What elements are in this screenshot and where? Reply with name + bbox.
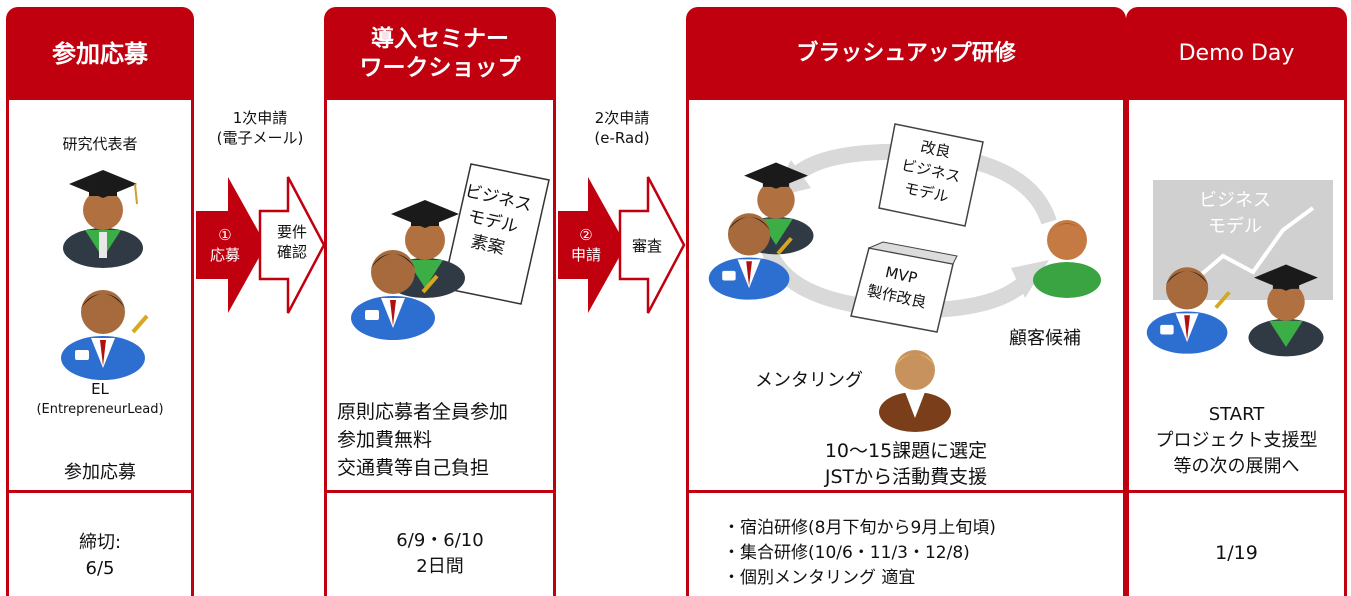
column-seminar: 導入セミナー ワークショップ ビジネス モデル 素案 原則応募者全員参加 参加費…: [324, 7, 556, 596]
transition-1-step: ① 応募: [209, 226, 240, 264]
column-title-application: 参加応募: [6, 7, 194, 100]
transition-2-step: ② 申請: [570, 226, 601, 264]
deadline-demoday: 1/19: [1215, 542, 1258, 564]
deadline-brushup: ・宿泊研修(8月下旬から9月上旬頃) ・集合研修(10/6・11/3・12/8)…: [723, 518, 996, 588]
mentor-icon: [879, 350, 951, 432]
column-demoday: Demo Day ビジネス モデル START プロジェクト支援型 等の次の展開…: [1126, 7, 1347, 596]
column-title-demoday: Demo Day: [1126, 7, 1347, 100]
customer-icon: [1033, 220, 1101, 298]
mvp-box-icon: [850, 241, 958, 333]
chart-label: ビジネス モデル: [1199, 190, 1271, 237]
arrow-solid-1: [196, 177, 266, 313]
column-divider: [324, 490, 556, 493]
transition-2-label: 2次申請 (e-Rad): [594, 109, 650, 147]
column-title-seminar: 導入セミナー ワークショップ: [324, 7, 556, 100]
deadline-application: 締切: 6/5: [78, 532, 122, 579]
column-brushup: ブラッシュアップ研修 改良 ビジネス モデル MVP 製作改良: [686, 7, 1126, 596]
entrepreneur-icon: [708, 213, 793, 300]
transition-1-arrows: [196, 176, 326, 314]
person-label-researcher: 研究代表者: [62, 135, 138, 153]
column-body-brushup: 10〜15課題に選定 JSTから活動費支援: [824, 440, 988, 488]
arrow-outline-2: [618, 176, 686, 314]
column-divider: [1126, 490, 1347, 493]
professor-icon: [738, 162, 814, 255]
transition-1-label: 1次申請 (電子メール): [216, 109, 304, 147]
document-icon: [878, 123, 984, 227]
entrepreneur-icon: [351, 250, 439, 340]
title-text: 参加応募: [52, 39, 148, 68]
professor-icon: [63, 170, 143, 268]
column-body-seminar: 原則応募者全員参加 参加費無料 交通費等自己負担: [337, 401, 509, 479]
transition-1-check: 要件 確認: [276, 223, 307, 261]
transition-2-arrows: [558, 176, 686, 314]
entrepreneur-icon: [1146, 267, 1231, 354]
customer-label: 顧客候補: [1009, 328, 1081, 349]
mentoring-label: メンタリング: [755, 370, 863, 391]
column-divider: [686, 490, 1126, 493]
arrow-solid-2: [558, 177, 626, 313]
column-body-application: 参加応募: [64, 462, 136, 483]
entrepreneur-icon: [61, 290, 149, 380]
column-divider: [6, 490, 194, 493]
professor-icon: [1248, 264, 1324, 357]
document-icon: [442, 163, 550, 305]
column-title-brushup: ブラッシュアップ研修: [686, 7, 1126, 100]
transition-2-check: 審査: [631, 237, 662, 255]
person-sublabel-el: (EntrepreneurLead): [36, 402, 164, 417]
deadline-seminar: 6/9・6/10 2日間: [396, 530, 484, 577]
person-label-el: EL: [91, 380, 109, 398]
column-application: 参加応募 研究代表者 EL (EntrepreneurLead) 参加応募 締切…: [6, 7, 194, 596]
column-body-demoday: START プロジェクト支援型 等の次の展開へ: [1155, 404, 1318, 477]
arrow-outline-1: [258, 176, 326, 314]
